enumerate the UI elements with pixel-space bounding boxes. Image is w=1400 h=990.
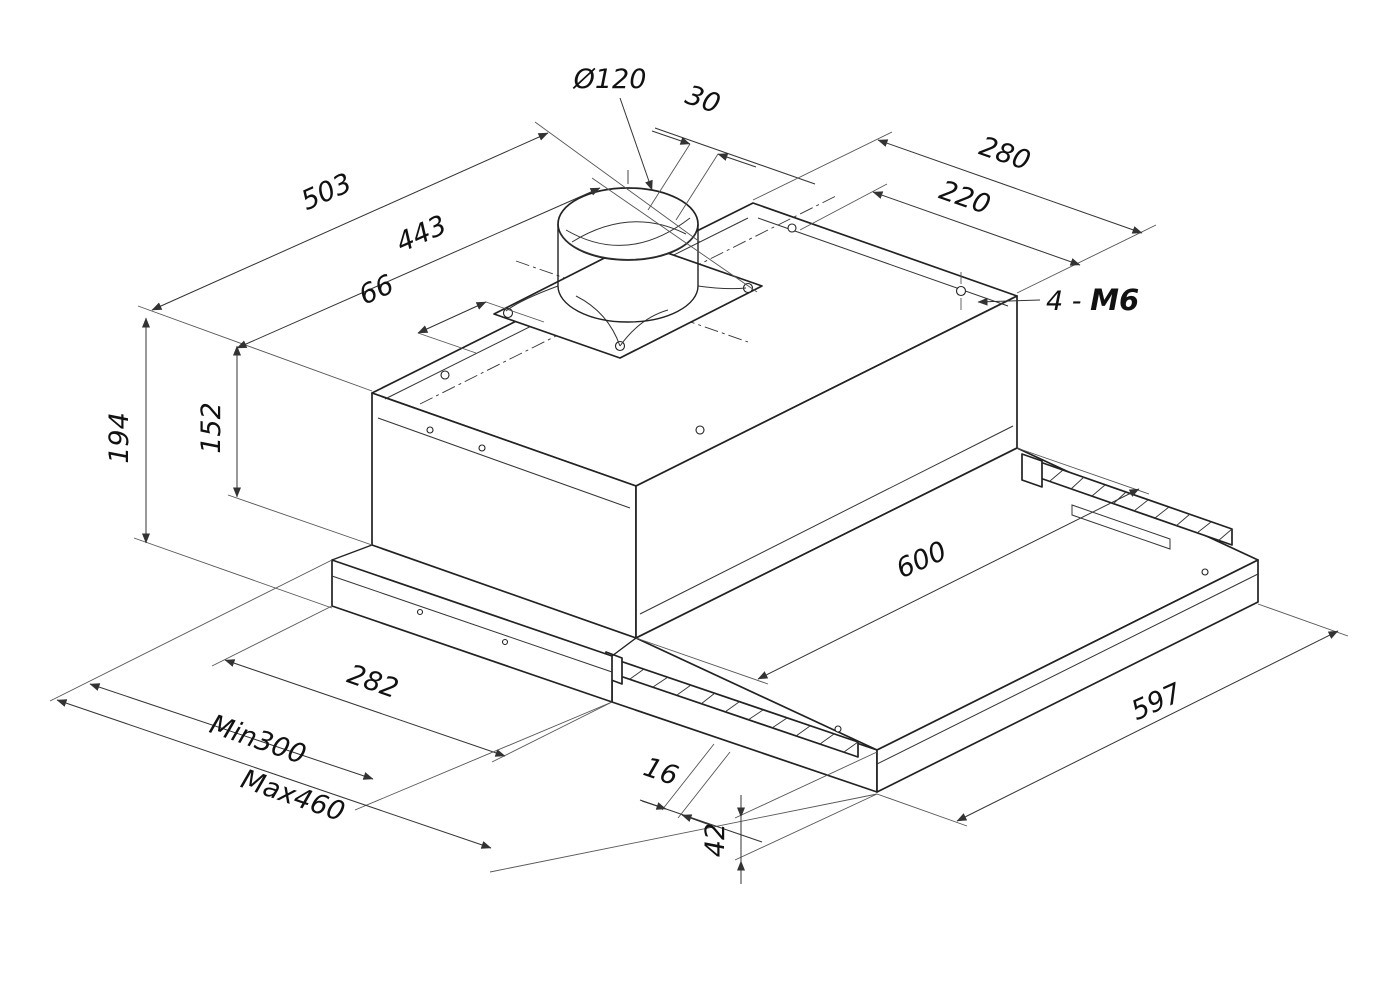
dim-body-height-152: 152: [196, 345, 373, 546]
m6-hole-icon: [955, 285, 967, 297]
dim-total-height-194: 194: [104, 317, 333, 609]
dim-mounting-m6: 4 - M6: [960, 272, 1139, 317]
rail-end-block: [1021, 453, 1043, 488]
dim-label-mounting-m6: 4 - M6: [1046, 283, 1139, 317]
dim-label-depth-max: Max460: [237, 764, 349, 828]
dim-label-depth-min: Min300: [206, 709, 310, 771]
hood-body: [371, 202, 1018, 639]
m6-prefix: 4 -: [1046, 286, 1090, 317]
m6-value: M6: [1090, 283, 1139, 317]
dim-label-duct-front-220: 220: [935, 175, 994, 221]
dim-label-top-503: 503: [297, 168, 357, 217]
dim-label-body-height-152: 152: [196, 402, 227, 454]
dim-label-duct-diameter: Ø120: [573, 64, 647, 95]
screw-icon: [478, 444, 486, 452]
dim-duct-diameter: Ø120: [573, 64, 653, 191]
m6-hole-icon: [787, 223, 797, 233]
dim-label-duct-offset-30: 30: [681, 80, 724, 120]
dim-label-chassis-depth-282: 282: [343, 659, 402, 705]
dim-label-visor-width-597: 597: [1127, 678, 1187, 727]
dim-label-drawer-height-42: 42: [700, 823, 731, 857]
dim-label-total-height-194: 194: [104, 412, 135, 464]
dim-label-top-443: 443: [392, 210, 452, 259]
witness-line: [137, 305, 373, 392]
m6-hole-icon: [440, 370, 450, 380]
dim-label-duct-side-66: 66: [355, 269, 399, 311]
dim-label-rail-offset-16: 16: [639, 752, 682, 792]
dim-label-body-depth-280: 280: [975, 131, 1034, 177]
m6-hole-icon: [695, 425, 705, 435]
screw-icon: [426, 426, 434, 434]
dim-drawer-height-42: 42: [700, 751, 878, 884]
